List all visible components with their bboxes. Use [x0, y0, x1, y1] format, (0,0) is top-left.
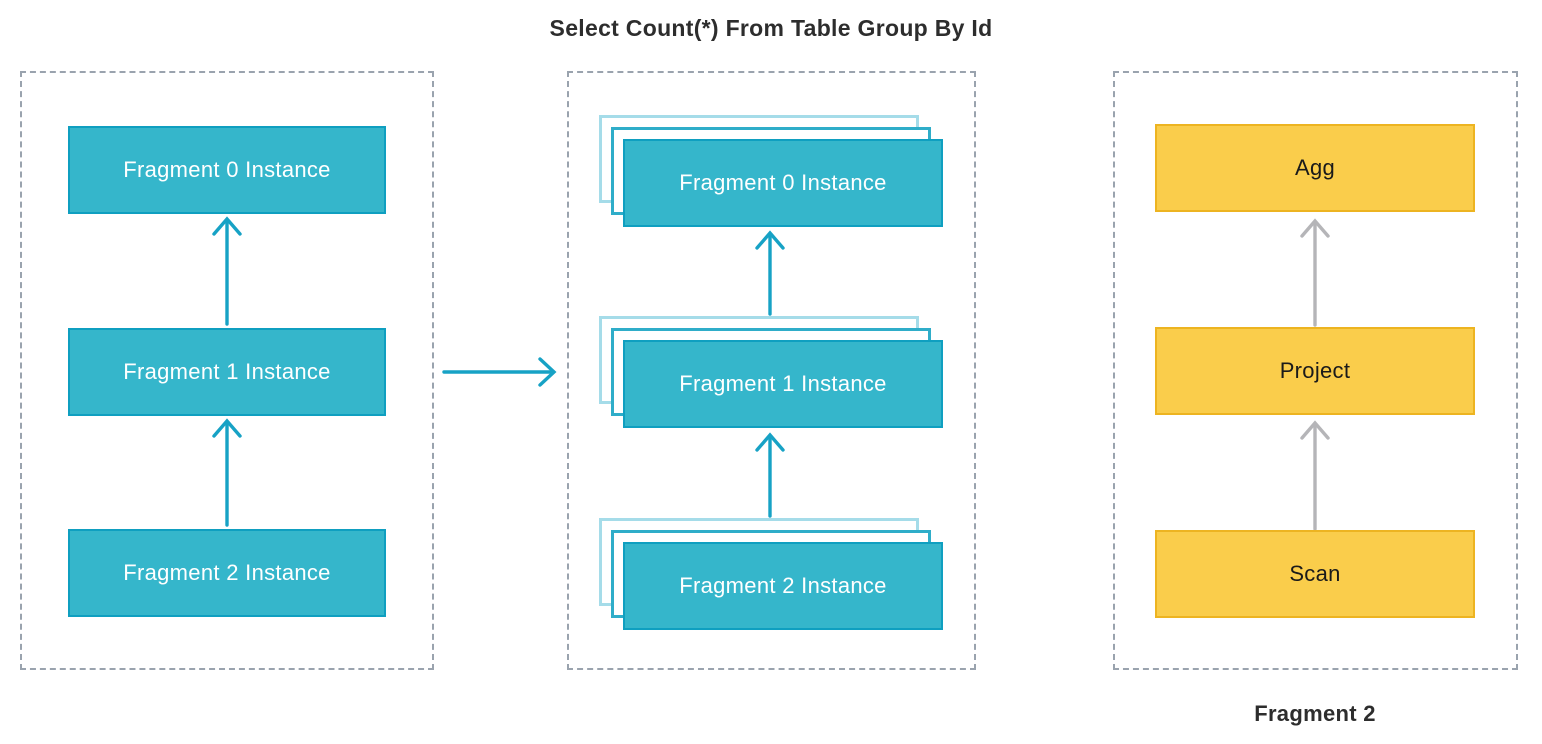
panel-parallel-instances [567, 71, 976, 670]
up-arrow-icon [212, 418, 242, 527]
right-arrow-icon [442, 357, 557, 387]
up-arrow-icon [755, 432, 785, 518]
fragment-2-caption: Fragment 2 [1254, 701, 1376, 726]
box-fragment-1-instance-stack: Fragment 1 Instance [623, 340, 943, 428]
up-arrow-icon [212, 216, 242, 326]
diagram-title: Select Count(*) From Table Group By Id [549, 15, 993, 41]
box-scan: Scan [1155, 530, 1475, 618]
box-label: Agg [1294, 155, 1336, 180]
box-fragment-2-instance-stack: Fragment 2 Instance [623, 542, 943, 630]
box-label: Fragment 0 Instance [679, 170, 887, 195]
panel-fragment-instances [20, 71, 434, 670]
panel-fragment-2-operators [1113, 71, 1518, 670]
box-label: Fragment 1 Instance [123, 359, 331, 384]
box-label: Scan [1289, 561, 1341, 586]
box-label: Project [1279, 358, 1351, 383]
up-arrow-icon [1300, 218, 1330, 327]
box-fragment-1-instance: Fragment 1 Instance [68, 328, 386, 416]
box-label: Fragment 0 Instance [123, 157, 331, 182]
box-label: Fragment 2 Instance [123, 560, 331, 585]
box-agg: Agg [1155, 124, 1475, 212]
box-fragment-0-instance: Fragment 0 Instance [68, 126, 386, 214]
up-arrow-icon [755, 230, 785, 316]
box-label: Fragment 2 Instance [679, 573, 887, 598]
box-fragment-2-instance: Fragment 2 Instance [68, 529, 386, 617]
box-project: Project [1155, 327, 1475, 415]
up-arrow-icon [1300, 420, 1330, 531]
box-label: Fragment 1 Instance [679, 371, 887, 396]
box-fragment-0-instance-stack: Fragment 0 Instance [623, 139, 943, 227]
